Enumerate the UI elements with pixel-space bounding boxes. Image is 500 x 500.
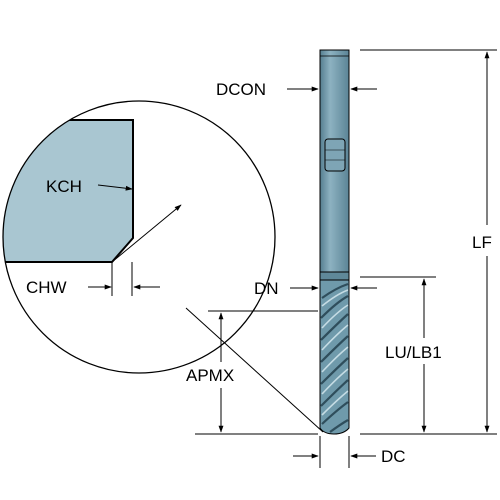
dc-label: DC xyxy=(381,447,406,466)
kch-label: KCH xyxy=(46,177,82,196)
end-mill-tool xyxy=(319,49,350,435)
tool-neck xyxy=(319,271,350,281)
lu-lb1-dimension: LU/LB1 xyxy=(360,276,442,433)
apmx-label: APMX xyxy=(186,366,234,385)
chamfer-detail-shape xyxy=(3,119,134,263)
flute-helix-lines xyxy=(320,282,349,433)
dn-dimension: DN xyxy=(254,279,377,298)
dc-dimension: DC xyxy=(293,436,406,468)
chw-label: CHW xyxy=(26,278,67,297)
dcon-label: DCON xyxy=(216,80,266,99)
dcon-dimension: DCON xyxy=(216,80,377,99)
apmx-dimension: APMX xyxy=(186,310,318,435)
lf-label: LF xyxy=(472,233,492,252)
kch-angle-line xyxy=(111,204,182,263)
detail-circle xyxy=(2,100,276,374)
detail-leader-line xyxy=(185,307,324,433)
lu-lb1-label: LU/LB1 xyxy=(385,343,442,362)
tool-flutes xyxy=(319,279,350,435)
detail-view: KCH CHW xyxy=(2,100,276,374)
lf-dimension: LF xyxy=(360,49,497,435)
weldon-flat xyxy=(324,138,346,172)
dn-label: DN xyxy=(254,279,279,298)
kch-arrow xyxy=(97,184,133,191)
